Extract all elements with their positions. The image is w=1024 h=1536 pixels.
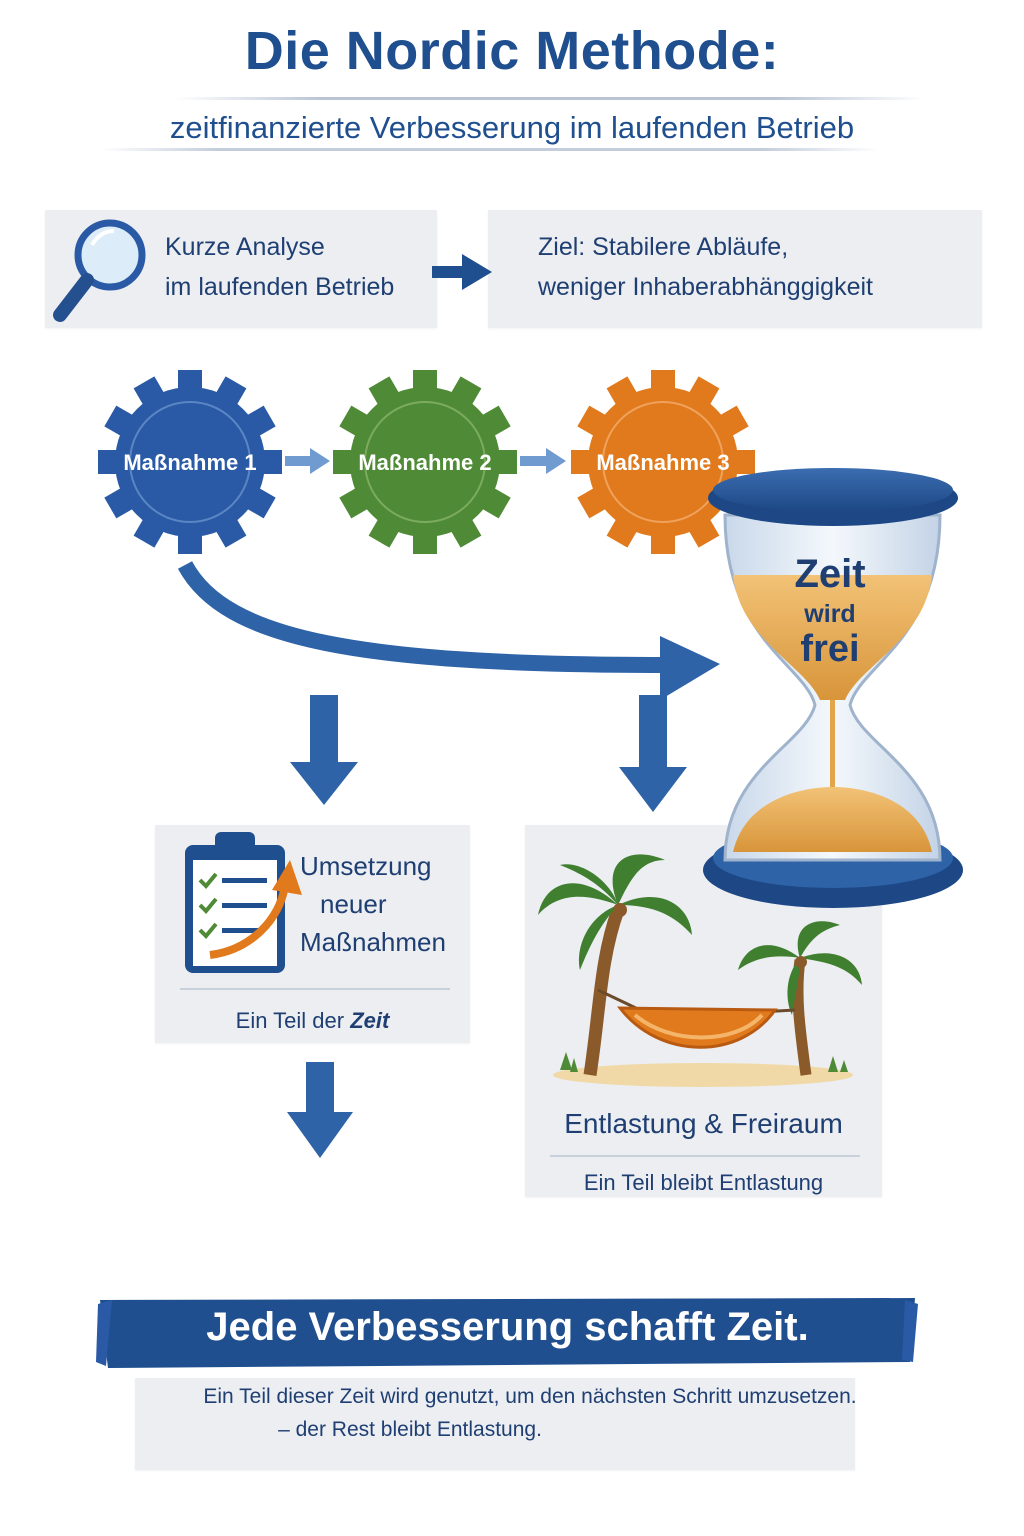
hourglass-label-wird: wird <box>804 600 856 628</box>
implementation-part-bold: Zeit <box>350 1008 390 1033</box>
page-subtitle: zeitfinanzierte Verbesserung im laufende… <box>169 110 855 145</box>
analysis-line-2: im laufenden Betrieb <box>165 273 395 301</box>
down-arrow-bottom <box>287 1062 353 1158</box>
step-1-label: Maßnahme 1 <box>123 450 257 475</box>
magnifier-icon <box>53 219 146 322</box>
relief-part: Ein Teil bleibt Entlastung <box>583 1170 824 1195</box>
footer-line-1: Ein Teil dieser Zeit wird genutzt, um de… <box>203 1385 857 1408</box>
implementation-divider <box>180 988 450 990</box>
down-arrow-left <box>290 695 358 805</box>
implementation-part-prefix: Ein Teil der <box>235 1008 351 1033</box>
summary-box <box>135 1378 855 1470</box>
analysis-line-1: Kurze Analyse <box>165 233 325 261</box>
goal-box <box>488 210 982 328</box>
arrow-analysis-to-goal <box>432 254 492 290</box>
goal-line-2: weniger Inhaberabhänggigkeit <box>538 273 873 301</box>
relief-divider <box>550 1155 860 1157</box>
implementation-line-3: Maßnahmen <box>300 927 446 957</box>
analysis-text: Kurze Analyse im laufenden Betrieb <box>165 227 425 307</box>
page-title: Die Nordic Methode: <box>244 21 780 81</box>
goal-line-1: Ziel: Stabilere Abläufe, <box>538 233 789 261</box>
clipboard-checklist-icon <box>185 832 302 973</box>
relief-title: Entlastung & Freiraum <box>564 1108 843 1139</box>
step-2-label: Maßnahme 2 <box>358 450 492 475</box>
footer-banner-text: Jede Verbesserung schafft Zeit. <box>206 1305 809 1349</box>
subtitle-underline <box>100 148 880 151</box>
arrow-gear2-to-gear3 <box>520 448 566 474</box>
curved-arrow-to-hourglass <box>177 561 720 700</box>
hourglass-label-zeit: Zeit <box>794 552 866 596</box>
implementation-line-2: neuer <box>320 889 387 919</box>
gear-2-icon <box>333 370 517 554</box>
palm-hammock-icon <box>538 854 862 1087</box>
implementation-part: Ein Teil der Zeit <box>155 1008 470 1034</box>
goal-text: Ziel: Stabilere Abläufe, weniger Inhaber… <box>538 227 968 307</box>
title-underline <box>175 97 925 100</box>
hourglass-icon <box>703 468 963 908</box>
implementation-label: Umsetzung neuer Maßnahmen <box>300 847 470 961</box>
hourglass-label-frei: frei <box>800 628 860 670</box>
implementation-line-1: Umsetzung <box>300 851 432 881</box>
footer-line-2: – der Rest bleibt Entlastung. <box>278 1418 542 1441</box>
down-arrow-middle <box>619 695 687 812</box>
step-3-label: Maßnahme 3 <box>596 450 730 475</box>
arrow-gear1-to-gear2 <box>285 448 330 474</box>
banner-background <box>96 1298 918 1368</box>
gear-1-icon <box>98 370 282 554</box>
